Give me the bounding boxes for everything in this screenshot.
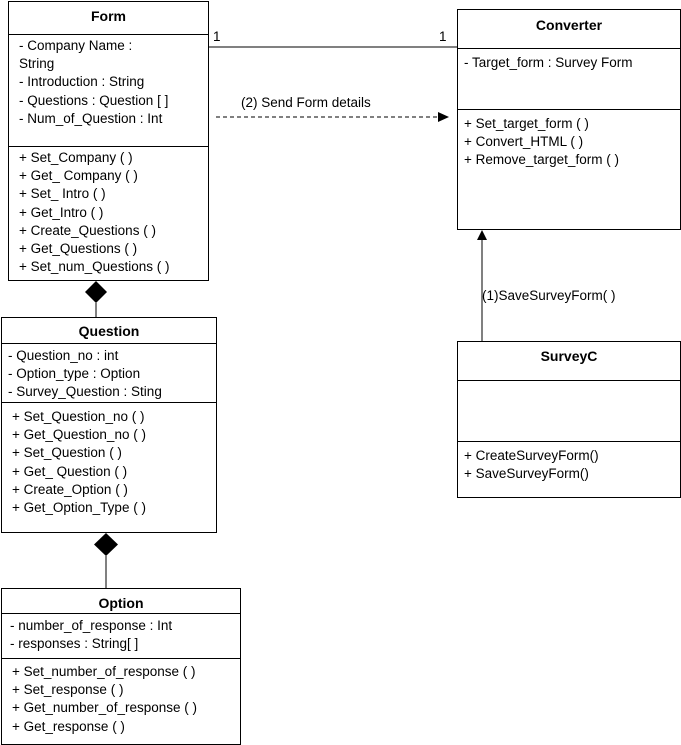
method: + Set_response ( ) — [12, 682, 124, 698]
method: + Get_ Company ( ) — [19, 168, 138, 184]
multiplicity-converter-side: 1 — [439, 29, 447, 44]
class-option[interactable]: Option - number_of_response : Int - resp… — [1, 588, 241, 745]
method: + Convert_HTML ( ) — [464, 134, 584, 150]
composition-diamond-form — [85, 281, 107, 303]
method: + Get_ Question ( ) — [12, 463, 128, 479]
method: + Set_number_of_response ( ) — [12, 664, 196, 679]
method: + SaveSurveyForm() — [464, 466, 589, 482]
class-surveyc-methods: + CreateSurveyForm() + SaveSurveyForm() — [458, 442, 680, 497]
attribute: - Survey_Question : Sting — [8, 384, 162, 400]
method: + Set_Question_no ( ) — [12, 409, 145, 424]
class-surveyc-attributes — [458, 381, 680, 442]
method: + Create_Questions ( ) — [19, 222, 156, 238]
attribute: - responses : String[ ] — [10, 636, 139, 652]
method: + Get_Intro ( ) — [19, 204, 104, 220]
composition-diamond-question — [94, 533, 118, 556]
class-converter-name: Converter — [458, 10, 680, 49]
call-arrowhead — [477, 230, 487, 240]
method: + Get_number_of_response ( ) — [12, 700, 197, 716]
attribute: - number_of_response : Int — [10, 618, 173, 633]
class-surveyc[interactable]: SurveyC + CreateSurveyForm() + SaveSurve… — [457, 341, 681, 498]
save-survey-form-label: (1)SaveSurveyForm( ) — [482, 288, 616, 303]
class-question[interactable]: Question - Question_no : int - Option_ty… — [1, 317, 217, 533]
class-converter[interactable]: Converter - Target_form : Survey Form + … — [457, 9, 681, 230]
method: + Get_Question_no ( ) — [12, 427, 146, 443]
class-option-attributes: - number_of_response : Int - responses :… — [2, 614, 240, 659]
class-form-methods: + Set_Company ( ) + Get_ Company ( ) + S… — [9, 147, 208, 280]
class-converter-methods: + Set_target_form ( ) + Convert_HTML ( )… — [458, 110, 680, 229]
class-form-attributes: - Company Name : String - Introduction :… — [9, 35, 208, 147]
attribute: - Questions : Question [ ] — [19, 92, 169, 108]
method: + Set_target_form ( ) — [464, 116, 589, 131]
attribute: String — [19, 56, 55, 72]
class-surveyc-name: SurveyC — [458, 342, 680, 381]
method: + Set_ Intro ( ) — [19, 186, 106, 202]
class-question-name: Question — [2, 318, 216, 344]
class-converter-attributes: - Target_form : Survey Form — [458, 49, 680, 110]
method: + Remove_target_form ( ) — [464, 152, 619, 168]
class-question-methods: + Set_Question_no ( ) + Get_Question_no … — [2, 403, 216, 532]
attribute: - Num_of_Question : Int — [19, 110, 163, 126]
attribute: - Introduction : String — [19, 74, 145, 90]
class-option-methods: + Set_number_of_response ( ) + Set_respo… — [2, 659, 240, 744]
attribute: - Target_form : Survey Form — [464, 55, 633, 70]
dependency-arrowhead — [438, 112, 449, 122]
method: + Set_num_Questions ( ) — [19, 259, 170, 275]
class-form[interactable]: Form - Company Name : String - Introduct… — [8, 1, 209, 281]
method: + CreateSurveyForm() — [464, 448, 599, 463]
method: + Set_Company ( ) — [19, 150, 133, 165]
attribute: - Company Name : — [19, 38, 133, 53]
send-form-details-label: (2) Send Form details — [241, 95, 371, 110]
method: + Set_Question ( ) — [12, 445, 122, 461]
class-option-name: Option — [2, 589, 240, 614]
method: + Get_response ( ) — [12, 718, 125, 734]
method: + Get_Questions ( ) — [19, 241, 138, 257]
attribute: - Option_type : Option — [8, 366, 141, 382]
class-form-name: Form — [9, 2, 208, 35]
multiplicity-form-side: 1 — [213, 29, 221, 44]
class-question-attributes: - Question_no : int - Option_type : Opti… — [2, 344, 216, 403]
attribute: - Question_no : int — [8, 348, 119, 363]
method: + Get_Option_Type ( ) — [12, 500, 146, 516]
method: + Create_Option ( ) — [12, 481, 128, 497]
